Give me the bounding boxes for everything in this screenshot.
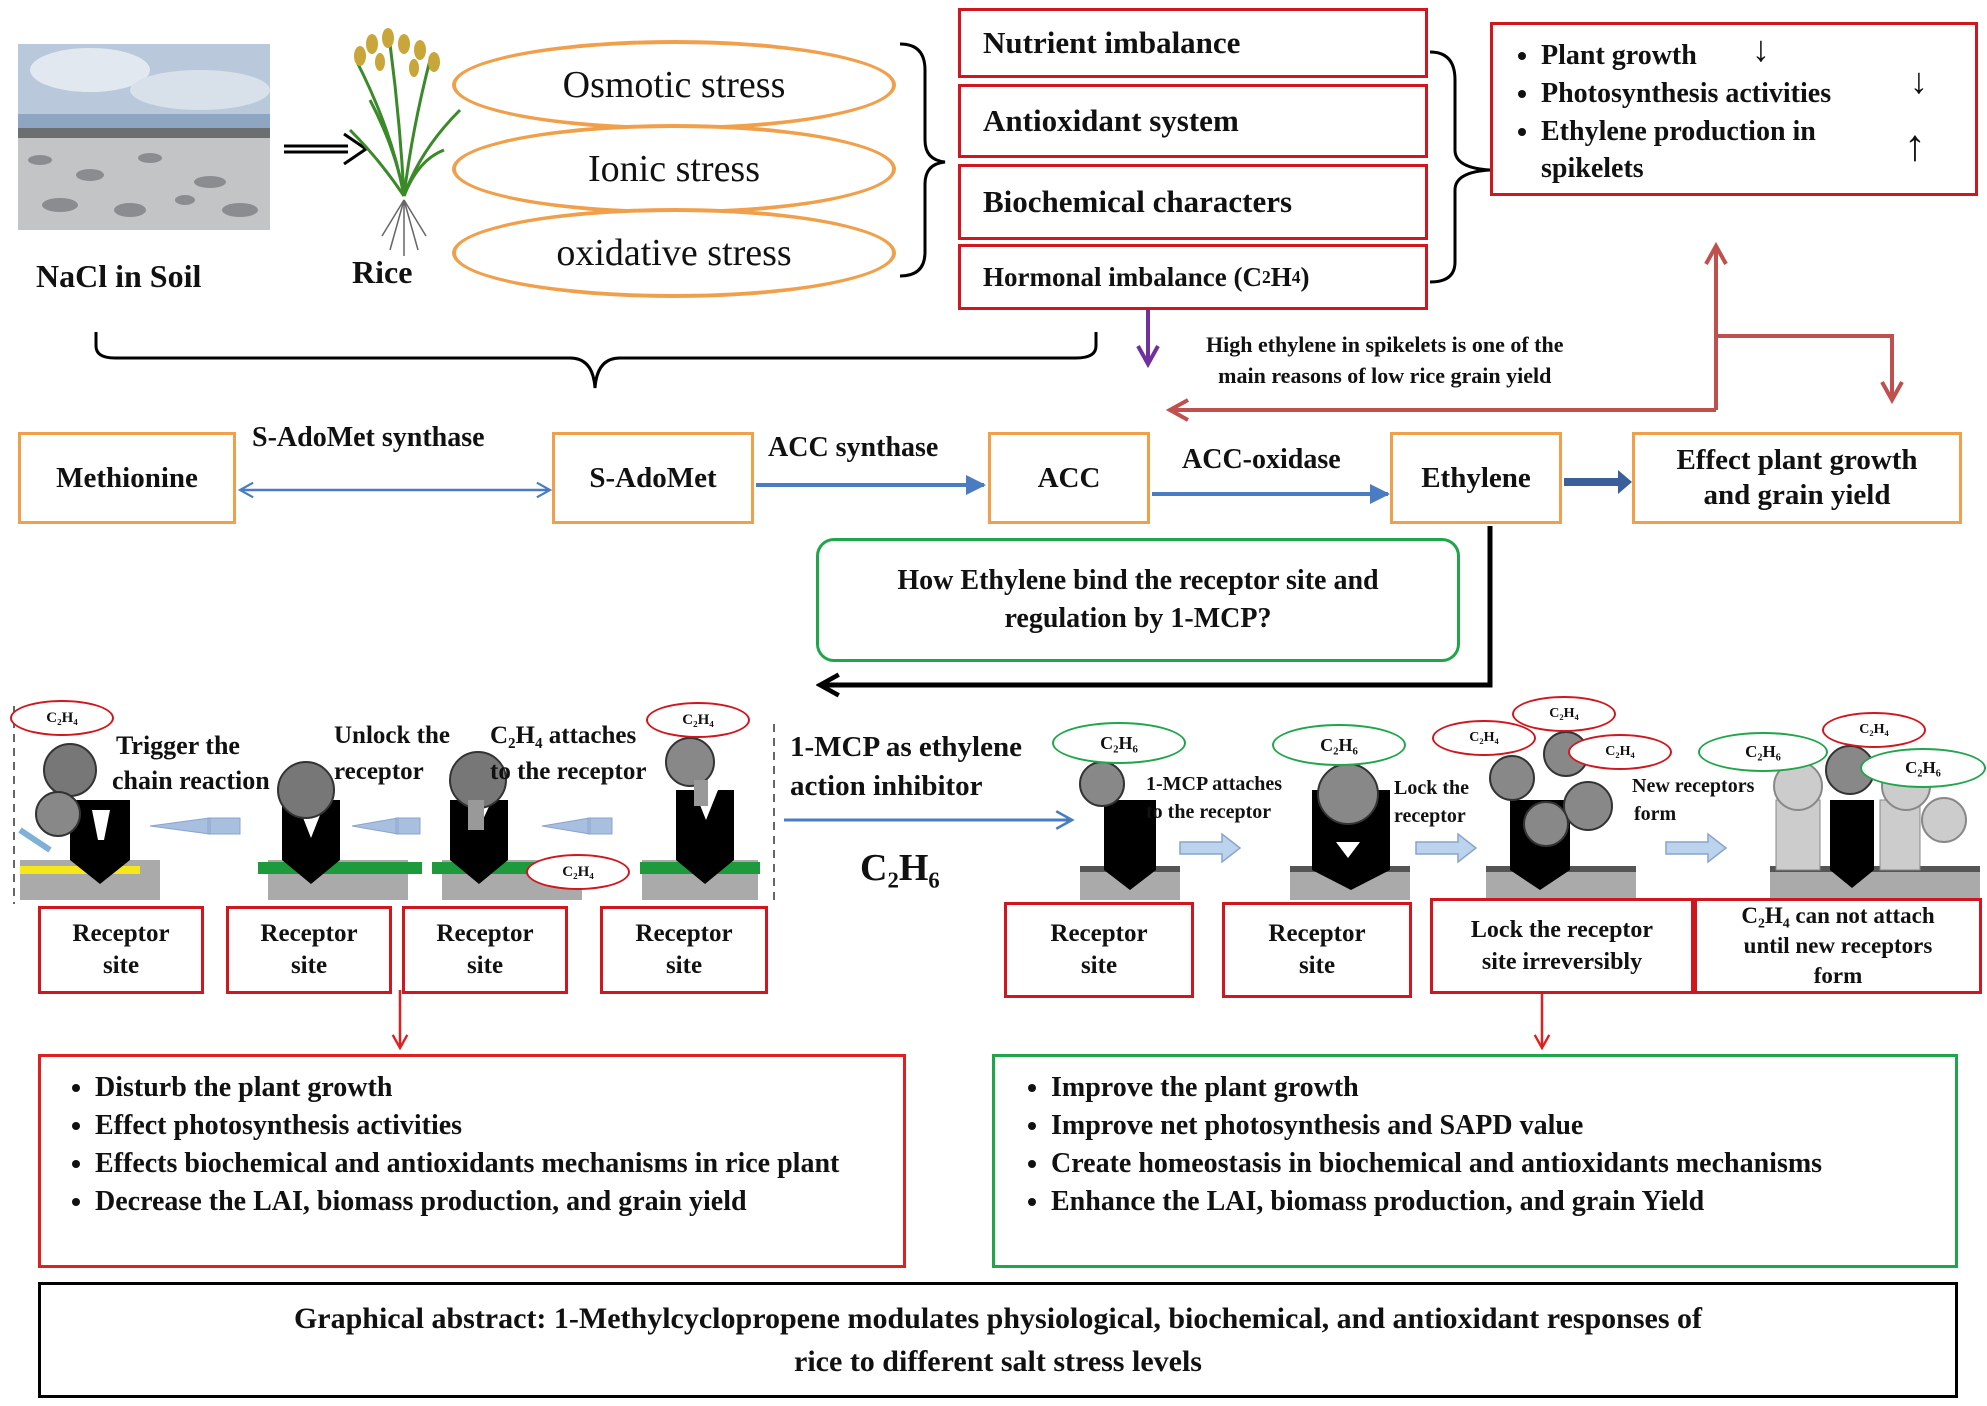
c2h4-molecule-2: C₂H₄ bbox=[646, 702, 750, 738]
rice-label: Rice bbox=[352, 254, 413, 290]
methionine-box: Methionine bbox=[18, 432, 236, 524]
c2h4-molecule-7: C₂H₄ bbox=[1822, 712, 1926, 748]
question-box: How Ethylene bind the receptor site and … bbox=[816, 538, 1460, 662]
plant-growth-down-arrow: ↓ bbox=[1752, 29, 1770, 69]
ethylene-return-arrow bbox=[820, 526, 1493, 685]
positive-effect-1: Improve the plant growth bbox=[1051, 1069, 1937, 1107]
acc-oxidase-label: ACC-oxidase bbox=[1182, 444, 1341, 475]
lock-receptor-label: Lock the receptor bbox=[1394, 777, 1469, 827]
result-plant-growth: Plant growth bbox=[1541, 37, 1963, 75]
effect-growth-yield-box: Effect plant growth and grain yield bbox=[1632, 432, 1962, 524]
ethylene-effect-arrow bbox=[1564, 470, 1632, 494]
effects-brace bbox=[1429, 50, 1491, 284]
positive-effect-4: Enhance the LAI, biomass production, and… bbox=[1051, 1183, 1937, 1221]
unlock-receptor-label: Unlock the receptor bbox=[334, 722, 450, 786]
c2h4-molecule-3: C₂H₄ bbox=[526, 854, 630, 890]
soil-to-rice-arrow bbox=[284, 144, 348, 154]
positive-effects-box: Improve the plant growth Improve net pho… bbox=[992, 1054, 1958, 1268]
c2h6-molecule-1: C₂H₆ bbox=[1052, 722, 1186, 764]
high-ethylene-note: High ethylene in spikelets is one of the… bbox=[1206, 332, 1564, 388]
result-ethylene: Ethylene production in spikelets bbox=[1541, 113, 1871, 189]
rice-plant-illustration bbox=[348, 28, 462, 256]
acc-box: ACC bbox=[988, 432, 1150, 524]
negative-effect-2: Effect photosynthesis activities bbox=[95, 1107, 885, 1145]
negative-effect-4: Decrease the LAI, biomass production, an… bbox=[95, 1183, 885, 1221]
c2h6-molecule-2: C₂H₆ bbox=[1272, 724, 1406, 766]
left-mech-frame bbox=[13, 706, 775, 904]
negative-effects-box: Disturb the plant growth Effect photosyn… bbox=[38, 1054, 906, 1268]
samet-box: S-AdoMet bbox=[552, 432, 754, 524]
trigger-chain-label: Trigger the chain reaction bbox=[112, 731, 270, 796]
receptor-illustrations-left bbox=[18, 737, 760, 900]
negative-effect-3: Effects biochemical and antioxidants mec… bbox=[95, 1145, 885, 1183]
c2h6-molecule-4: C₂H₆ bbox=[1860, 748, 1986, 788]
c2h4-molecule-1: C₂H₄ bbox=[10, 700, 114, 736]
saline-soil-photo bbox=[18, 44, 270, 230]
negative-effect-1: Disturb the plant growth bbox=[95, 1069, 885, 1107]
soil-label: NaCl in Soil bbox=[36, 258, 202, 294]
stress-brace bbox=[899, 42, 946, 278]
ethylene-up-arrow: ↑ bbox=[1904, 121, 1926, 170]
c2h6-molecule-3: C₂H₆ bbox=[1698, 732, 1828, 772]
positive-effect-2: Improve net photosynthesis and SAPD valu… bbox=[1051, 1107, 1937, 1145]
osmotic-stress-oval: Osmotic stress bbox=[452, 40, 896, 130]
graphical-abstract-caption: Graphical abstract: 1-Methylcyclopropene… bbox=[38, 1282, 1958, 1398]
antioxidant-system-box: Antioxidant system bbox=[958, 84, 1428, 158]
oxidative-stress-oval: oxidative stress bbox=[452, 208, 896, 298]
mcp-inhibitor-label: 1-MCP as ethylene action inhibitor bbox=[790, 731, 1022, 803]
c2h4-molecule-5: C₂H₄ bbox=[1512, 696, 1616, 732]
acc-synthase-label: ACC synthase bbox=[768, 432, 939, 463]
result-photosynthesis: Photosynthesis activities bbox=[1541, 75, 1963, 113]
new-receptors-label: New receptors form bbox=[1632, 775, 1755, 825]
c2h4-molecule-4: C₂H₄ bbox=[1432, 720, 1536, 756]
growth-results-box: Plant growth Photosynthesis activities E… bbox=[1490, 22, 1978, 196]
c2h4-molecule-6: C₂H₄ bbox=[1568, 734, 1672, 770]
top-brace bbox=[94, 332, 1098, 389]
biochemical-characters-box: Biochemical characters bbox=[958, 164, 1428, 240]
nutrient-imbalance-box: Nutrient imbalance bbox=[958, 8, 1428, 78]
positive-effect-3: Create homeostasis in biochemical and an… bbox=[1051, 1145, 1937, 1183]
c2h6-formula: C₂H₆ bbox=[860, 847, 940, 889]
c2h4-attaches-label: C₂H₄ attaches to the receptor bbox=[490, 722, 647, 786]
ionic-stress-oval: Ionic stress bbox=[452, 124, 896, 214]
photosynthesis-down-arrow: ↓ bbox=[1910, 61, 1928, 101]
mcp-attaches-label: 1-MCP attaches to the receptor bbox=[1146, 773, 1283, 823]
ethylene-box: Ethylene bbox=[1390, 432, 1562, 524]
samet-synthase-label: S-AdoMet synthase bbox=[252, 422, 485, 453]
